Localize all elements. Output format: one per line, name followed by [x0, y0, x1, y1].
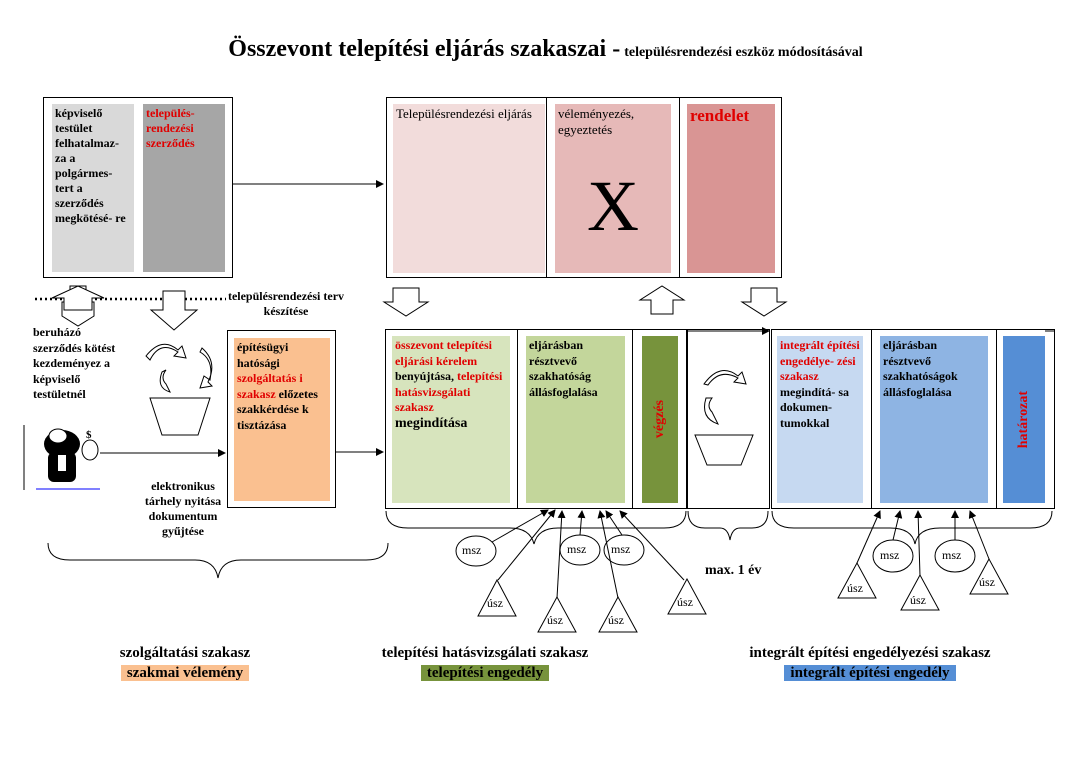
- integ-plain: megindítá- sa dokumen- tumokkal: [780, 384, 849, 430]
- brace-szolgaltatasi: [47, 542, 389, 579]
- footer-szolg-title: szolgáltatási szakasz: [119, 645, 251, 661]
- brace-integralt: [771, 510, 1053, 545]
- usz-label: úsz: [547, 613, 563, 627]
- footer-szolg-sub: szakmai vélemény: [120, 665, 250, 681]
- usz-node: [837, 561, 877, 599]
- block-arrow-down-1: [149, 290, 199, 331]
- szolg-text-red: szolgáltatás i szakasz: [237, 371, 303, 401]
- usz-node: [537, 595, 577, 633]
- footer-col-integralt: integrált építési engedélyezési szakasz …: [690, 643, 1050, 683]
- title-sub: településrendezési eszköz módosításával: [624, 45, 863, 60]
- telepitesi-nodes: [455, 509, 707, 633]
- engedely-cell: integrált építési engedélye- zési szakas…: [777, 336, 863, 503]
- beruhazo-label: beruházó szerződés kötést kezdeményez a …: [33, 325, 116, 401]
- telep-plain1: benyújtása,: [395, 369, 455, 383]
- investor-figure: $: [23, 425, 100, 490]
- integ-red: integrált építési engedélye- zési szakas…: [780, 338, 860, 383]
- vegzes-cell: végzés: [642, 336, 678, 503]
- usz-label: úsz: [487, 596, 503, 610]
- divider: [517, 330, 518, 508]
- block-arrow-down-2: [382, 287, 430, 317]
- msz-label: msz: [462, 543, 482, 557]
- page-title: Összevont telepítési eljárás szakaszai -…: [0, 36, 1091, 63]
- usz-label: úsz: [608, 613, 624, 627]
- divider: [679, 98, 680, 277]
- msz-node: [603, 534, 645, 566]
- velemenyezes-label: véleményezés, egyeztetés: [558, 106, 635, 137]
- elektronikus-label: elektronikus tárhely nyitása dokumentum …: [144, 479, 222, 538]
- szerzodes-cell: település- rendezési szerződés: [143, 104, 225, 272]
- usz-label: úsz: [910, 593, 926, 607]
- telep-red2: telepítési hatásvizsgálati szakasz: [395, 369, 503, 414]
- telep-plain2: megindítása: [395, 415, 468, 431]
- footer-integ-sub: integrált építési engedély: [784, 665, 956, 681]
- telepulesrendezesi-eljaras-cell: Településrendezési eljárás: [393, 104, 545, 273]
- usz-node: [969, 557, 1009, 595]
- footer-telep-title: telepítési hatásvizsgálati szakasz: [381, 645, 589, 661]
- kepviselo-cell: képviselő testület felhatalmaz- za a pol…: [52, 104, 134, 272]
- max-ev-label: max. 1 év: [705, 563, 762, 578]
- szakhatosagok-cell: eljárásban résztvevő szakhatóságok állás…: [880, 336, 988, 503]
- usz-node: [598, 595, 638, 633]
- kerelem-cell: összevont telepítési eljárási kérelem be…: [392, 336, 510, 503]
- divider: [546, 98, 547, 277]
- usz-node: [900, 573, 940, 611]
- msz-label: msz: [567, 542, 587, 556]
- usz-label: úsz: [677, 595, 693, 609]
- middle-box: [687, 329, 770, 509]
- top-right-box: Településrendezési eljárás véleményezés,…: [386, 97, 782, 278]
- footer-col-szolgaltatasi: szolgáltatási szakasz szakmai vélemény: [70, 643, 300, 683]
- usz-label: úsz: [979, 575, 995, 589]
- msz-label: msz: [611, 542, 631, 556]
- block-arrow-up-1: [51, 285, 105, 311]
- msz-label: msz: [942, 548, 962, 562]
- usz-node: [667, 577, 707, 615]
- integralt-nodes: [837, 510, 1009, 611]
- szolgaltatasi-box: építésügyi hatósági szolgáltatás i szaka…: [227, 330, 336, 508]
- msz-label: msz: [880, 548, 900, 562]
- footer-telep-sub: telepítési engedély: [420, 665, 550, 681]
- brace-max-ev: [687, 510, 769, 541]
- divider: [632, 330, 633, 508]
- process-icon-middle: [694, 370, 754, 466]
- divider: [996, 330, 997, 508]
- brace-telepitesi: [385, 510, 687, 545]
- block-arrow-up-2: [638, 285, 686, 315]
- hatarozat-cell: határozat: [1003, 336, 1045, 503]
- szolgaltatasi-cell: építésügyi hatósági szolgáltatás i szaka…: [234, 338, 330, 501]
- top-left-box: képviselő testület felhatalmaz- za a pol…: [43, 97, 233, 278]
- svg-text:$: $: [86, 429, 92, 441]
- usz-label: úsz: [847, 581, 863, 595]
- x-mark: X: [587, 166, 639, 246]
- usz-node: [477, 578, 517, 617]
- footer-col-telepitesi: telepítési hatásvizsgálati szakasz telep…: [325, 643, 645, 683]
- velemenyezes-cell: véleményezés, egyeztetés X: [555, 104, 671, 273]
- terv-keszites-label: településrendezési terv készítése: [227, 289, 345, 318]
- telep-red1: összevont telepítési eljárási kérelem: [395, 338, 492, 368]
- process-icon-left: [145, 343, 214, 436]
- telepitesi-box: összevont telepítési eljárási kérelem be…: [385, 329, 687, 509]
- footer-integ-title: integrált építési engedélyezési szakasz: [749, 645, 991, 661]
- title-main: Összevont telepítési eljárás szakaszai -: [228, 36, 621, 62]
- szolg-text-suffix: előzetes szakkérdése k tisztázása: [237, 386, 318, 432]
- integralt-box: integrált építési engedélye- zési szakas…: [771, 329, 1055, 509]
- block-arrow-down-3: [740, 287, 788, 317]
- rendelet-cell: rendelet: [687, 104, 775, 273]
- szakhatosag-cell: eljárásban résztvevő szakhatóság állásfo…: [526, 336, 625, 503]
- msz-node: [455, 535, 497, 567]
- szolg-text-prefix: építésügyi hatósági: [237, 340, 289, 370]
- divider: [871, 330, 872, 508]
